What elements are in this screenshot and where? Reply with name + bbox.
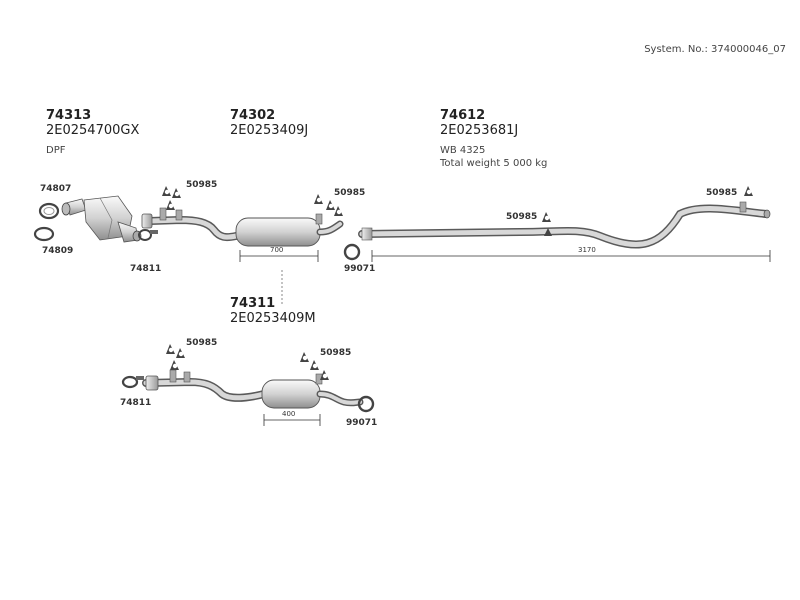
pipe-clamp-icon [138,229,158,241]
part-code: 2E0253409M [230,311,316,326]
rubber-hanger-icon [744,186,753,196]
rear-pipe [358,201,771,249]
part-note: DPF [46,145,66,156]
dimension-line-rear [371,250,771,262]
rubber-hanger-icon [314,194,343,216]
ref-seal-alt: 99071 [346,418,378,428]
part-code: 2E0253409J [230,123,309,138]
rubber-hanger-icon [300,352,329,380]
ref-hanger-e: 50985 [186,338,218,348]
section-alt-muffler: 74311 2E0253409M [230,296,316,326]
dimension-alt-length: 400 [282,410,296,418]
part-number: 74311 [230,296,276,311]
ref-clamp-alt: 74811 [120,398,152,408]
ref-hanger-c: 50985 [506,212,538,222]
rubber-hanger-icon [166,344,185,370]
rubber-hanger-icon [162,186,181,210]
front-pipe [141,207,240,242]
exhaust-seal-icon [357,395,375,413]
exhaust-seal-icon [343,243,361,261]
part-number: 74302 [230,108,276,123]
ref-hanger-a: 50985 [186,180,218,190]
ref-clamp: 74811 [130,264,162,274]
ref-hanger-d: 50985 [706,188,738,198]
alt-front-pipe [142,369,268,402]
part-code: 2E0254700GX [46,123,140,138]
section-rear-pipe: 74612 2E0253681J WB 4325 Total weight 5 … [440,108,547,170]
gasket-ring-icon [38,202,60,220]
dimension-rear-length: 3170 [578,246,596,254]
pipe-clamp-icon [121,375,144,389]
system-number: System. No.: 374000046_07 [644,44,786,55]
dimension-line-alt [263,414,321,426]
front-muffler [235,213,344,247]
section-front-muffler: 74302 2E0253409J [230,108,308,138]
ref-seal: 99071 [344,264,376,274]
part-number: 74313 [46,108,92,123]
dimension-front-length: 700 [270,246,284,254]
section-catalyst: 74313 2E0254700GX DPF [46,108,139,157]
part-number: 74612 [440,108,486,123]
sealing-ring-icon [33,226,55,242]
ref-hanger-b: 50985 [334,188,366,198]
dpf-catalyst [61,195,142,243]
alt-muffler [261,373,364,409]
ref-ring: 74809 [42,246,74,256]
weight-note: Total weight 5 000 kg [440,158,548,169]
rubber-hanger-icon [542,212,552,236]
dimension-line-front [239,250,319,262]
part-code: 2E0253681J [440,123,519,138]
wheelbase-note: WB 4325 [440,145,486,156]
ref-hanger-f: 50985 [320,348,352,358]
ref-gasket: 74807 [40,184,72,194]
